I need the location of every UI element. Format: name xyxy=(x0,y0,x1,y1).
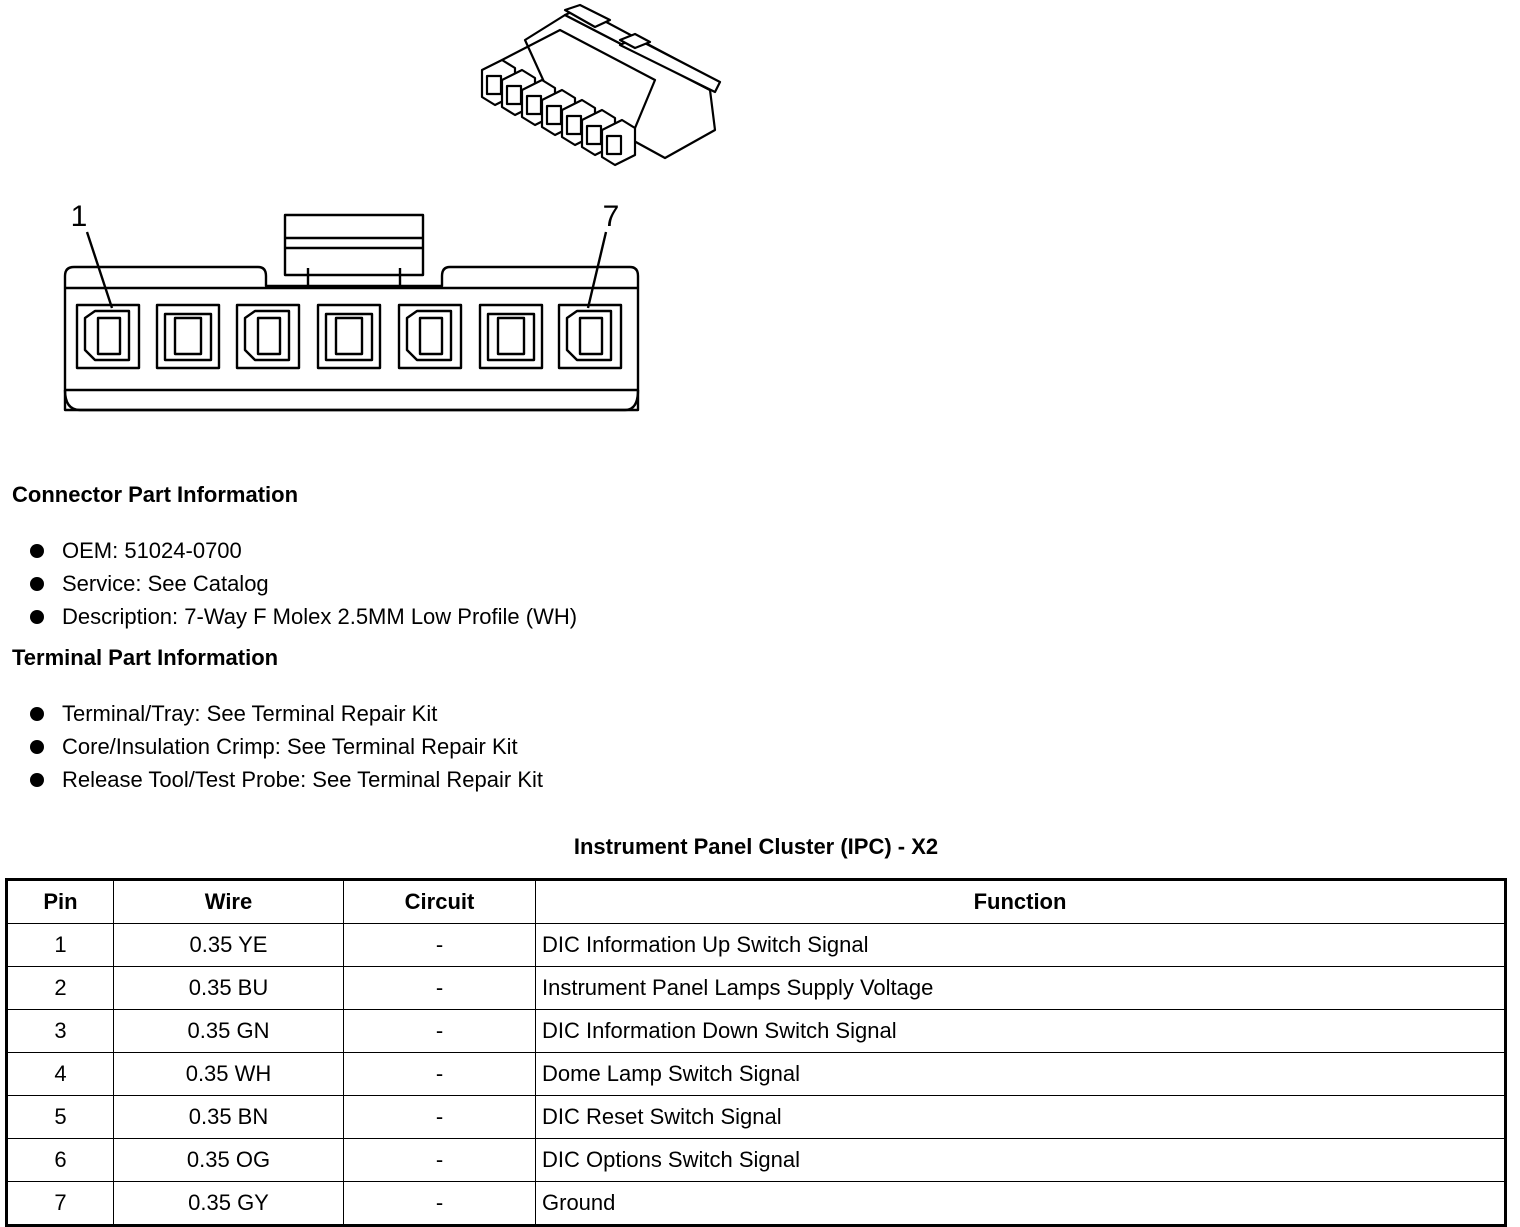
cell-circuit: - xyxy=(343,1181,536,1226)
table-row: 1 0.35 YE - DIC Information Up Switch Si… xyxy=(6,923,1506,967)
terminal-info-heading: Terminal Part Information xyxy=(12,645,279,670)
cell-wire: 0.35 GN xyxy=(113,1009,344,1053)
cell-pin: 4 xyxy=(6,1052,114,1096)
column-header-circuit: Circuit xyxy=(343,879,536,924)
cell-pin: 6 xyxy=(6,1138,114,1182)
pin-table: Pin Wire Circuit Function 1 0.35 YE - DI… xyxy=(5,878,1507,1227)
cell-circuit: - xyxy=(343,1095,536,1139)
cell-circuit: - xyxy=(343,1138,536,1182)
cell-function: Ground xyxy=(535,1181,1506,1226)
pin-table-title: Instrument Panel Cluster (IPC) - X2 xyxy=(573,834,939,859)
cell-function: Instrument Panel Lamps Supply Voltage xyxy=(535,966,1506,1010)
bullet-icon xyxy=(30,544,44,558)
cell-pin: 5 xyxy=(6,1095,114,1139)
connector-info-list: OEM: 51024-0700 Service: See Catalog Des… xyxy=(28,534,577,633)
list-item: Terminal/Tray: See Terminal Repair Kit xyxy=(28,697,543,730)
connector-info-heading: Connector Part Information xyxy=(12,482,299,507)
bullet-icon xyxy=(30,610,44,624)
pin-label-7: 7 xyxy=(603,200,620,233)
cell-wire: 0.35 YE xyxy=(113,923,344,967)
list-item: Service: See Catalog xyxy=(28,567,577,600)
cell-circuit: - xyxy=(343,923,536,967)
cell-pin: 3 xyxy=(6,1009,114,1053)
table-row: 3 0.35 GN - DIC Information Down Switch … xyxy=(6,1009,1506,1053)
list-item: Core/Insulation Crimp: See Terminal Repa… xyxy=(28,730,543,763)
connector-face-view-drawing: 1 7 xyxy=(63,200,640,412)
cell-pin: 7 xyxy=(6,1181,114,1226)
table-row: 4 0.35 WH - Dome Lamp Switch Signal xyxy=(6,1052,1506,1096)
connector-isometric-drawing xyxy=(480,3,722,167)
bullet-icon xyxy=(30,577,44,591)
cell-pin: 1 xyxy=(6,923,114,967)
cell-circuit: - xyxy=(343,966,536,1010)
list-item: OEM: 51024-0700 xyxy=(28,534,577,567)
cell-wire: 0.35 GY xyxy=(113,1181,344,1226)
cell-wire: 0.35 WH xyxy=(113,1052,344,1096)
cell-function: DIC Information Down Switch Signal xyxy=(535,1009,1506,1053)
list-item: Release Tool/Test Probe: See Terminal Re… xyxy=(28,763,543,796)
table-row: 5 0.35 BN - DIC Reset Switch Signal xyxy=(6,1095,1506,1139)
column-header-wire: Wire xyxy=(113,879,344,924)
cell-function: DIC Reset Switch Signal xyxy=(535,1095,1506,1139)
table-row: 7 0.35 GY - Ground xyxy=(6,1181,1506,1226)
pin-label-1: 1 xyxy=(71,200,88,233)
table-row: 2 0.35 BU - Instrument Panel Lamps Suppl… xyxy=(6,966,1506,1010)
bullet-icon xyxy=(30,707,44,721)
column-header-function: Function xyxy=(535,879,1506,924)
cell-wire: 0.35 BU xyxy=(113,966,344,1010)
cell-function: DIC Information Up Switch Signal xyxy=(535,923,1506,967)
cell-circuit: - xyxy=(343,1052,536,1096)
column-header-pin: Pin xyxy=(6,879,114,924)
cell-wire: 0.35 OG xyxy=(113,1138,344,1182)
cell-pin: 2 xyxy=(6,966,114,1010)
bullet-icon xyxy=(30,740,44,754)
table-header-row: Pin Wire Circuit Function xyxy=(6,879,1506,924)
list-item: Description: 7-Way F Molex 2.5MM Low Pro… xyxy=(28,600,577,633)
cell-function: Dome Lamp Switch Signal xyxy=(535,1052,1506,1096)
cell-wire: 0.35 BN xyxy=(113,1095,344,1139)
table-row: 6 0.35 OG - DIC Options Switch Signal xyxy=(6,1138,1506,1182)
cell-function: DIC Options Switch Signal xyxy=(535,1138,1506,1182)
bullet-icon xyxy=(30,773,44,787)
cell-circuit: - xyxy=(343,1009,536,1053)
terminal-info-list: Terminal/Tray: See Terminal Repair Kit C… xyxy=(28,697,543,796)
